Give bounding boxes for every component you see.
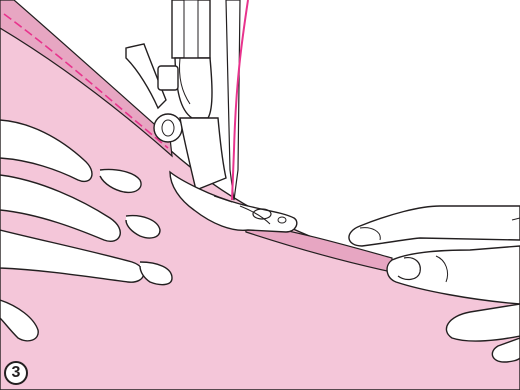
step-number: 3 <box>12 365 21 381</box>
foot-lever <box>126 44 178 108</box>
foot-screw <box>154 114 182 142</box>
step-number-badge: 3 <box>4 361 28 385</box>
presser-bar <box>172 0 212 118</box>
